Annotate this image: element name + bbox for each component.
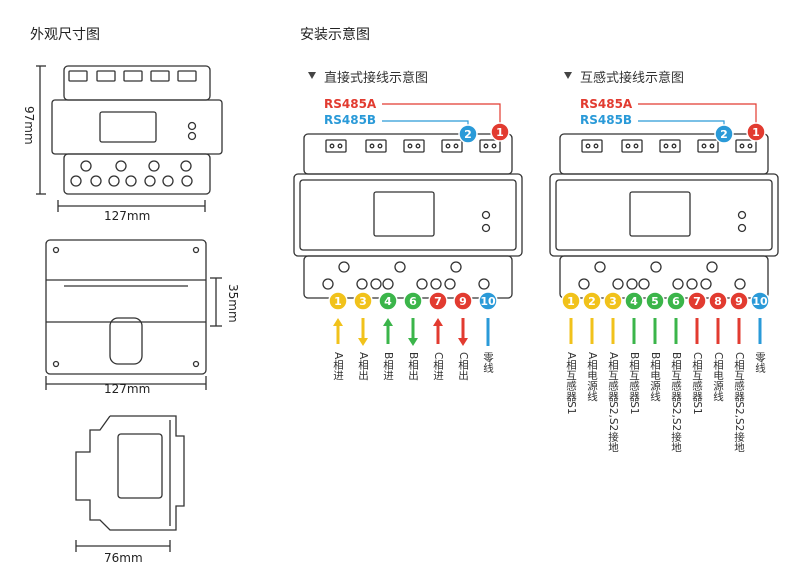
terminal-block	[325, 139, 347, 153]
meter-body	[549, 133, 779, 299]
svg-text:1: 1	[752, 126, 760, 139]
pin-badge: 3	[353, 291, 373, 311]
rs485a-label-ct: RS485A	[580, 97, 633, 111]
pin-badge: 6	[403, 291, 423, 311]
appearance-title: 外观尺寸图	[30, 27, 100, 43]
install-title: 安装示意图	[300, 27, 370, 43]
svg-text:1: 1	[496, 126, 504, 139]
terminal-block	[403, 139, 425, 153]
ct-terminal-label: A相互感器S2,S2接地	[607, 352, 619, 453]
ct-terminal-label: C相互感器S1	[691, 352, 703, 415]
triangle-down-icon	[308, 72, 316, 79]
svg-text:3: 3	[359, 295, 367, 308]
direct-terminal-label: C相出	[457, 352, 469, 381]
direct-wiring-title: 直接式接线示意图	[324, 71, 429, 86]
ct-terminal-label: B相互感器S1	[628, 352, 640, 415]
svg-text:6: 6	[672, 295, 680, 308]
pin-badge: 9	[453, 291, 473, 311]
ct-terminal-label: B相电源线	[649, 352, 661, 402]
pin-badge: 8	[708, 291, 728, 311]
dimension-width-side-label: 76mm	[104, 551, 143, 565]
terminal-block	[697, 139, 719, 153]
front-bottom-screws	[70, 160, 193, 187]
svg-text:1: 1	[334, 295, 342, 308]
svg-text:7: 7	[434, 295, 442, 308]
rs485b-label-direct: RS485B	[324, 113, 377, 127]
ct-wiring-title: 互感式接线示意图	[580, 71, 685, 86]
svg-text:5: 5	[651, 295, 659, 308]
svg-text:4: 4	[384, 295, 392, 308]
pin-badge: 1	[746, 122, 766, 142]
rs485b-label-ct: RS485B	[580, 113, 633, 127]
pin-badge: 6	[666, 291, 686, 311]
pin-badge: 2	[714, 124, 734, 144]
pin-badge: 2	[582, 291, 602, 311]
rs485a-label-direct: RS485A	[324, 97, 377, 111]
dimension-width-top-label: 127mm	[104, 382, 151, 396]
dimension-drawings	[36, 65, 223, 552]
svg-text:9: 9	[735, 295, 743, 308]
terminal-block	[441, 139, 463, 153]
pin-badge: 1	[490, 122, 510, 142]
top-view	[45, 239, 207, 375]
terminal-block	[479, 139, 501, 153]
direct-terminal-label: C相进	[432, 352, 444, 381]
svg-text:7: 7	[693, 295, 701, 308]
svg-text:9: 9	[459, 295, 467, 308]
meter-body	[293, 133, 523, 299]
direct-terminal-label: B相出	[407, 352, 419, 381]
front-top-terminals	[68, 70, 197, 82]
pin-badge: 10	[478, 291, 498, 311]
svg-text:2: 2	[720, 128, 728, 141]
terminal-block	[365, 139, 387, 153]
front-view	[51, 65, 223, 195]
direct-terminal-label: A相进	[332, 352, 344, 381]
svg-text:3: 3	[609, 295, 617, 308]
ct-terminal-label: 零线	[754, 352, 766, 373]
side-view	[75, 415, 185, 531]
ct-terminal-label: A相电源线	[586, 352, 598, 402]
svg-text:10: 10	[752, 295, 768, 308]
ct-terminal-label: A相互感器S1	[565, 352, 577, 415]
terminal-block	[735, 139, 757, 153]
pin-badge: 4	[378, 291, 398, 311]
pin-badge: 5	[645, 291, 665, 311]
pin-badge: 1	[561, 291, 581, 311]
terminal-block	[621, 139, 643, 153]
pin-badge: 1	[328, 291, 348, 311]
pin-badge: 7	[428, 291, 448, 311]
ct-terminal-label: C相电源线	[712, 352, 724, 402]
svg-text:2: 2	[588, 295, 596, 308]
svg-text:10: 10	[480, 295, 496, 308]
terminal-block	[659, 139, 681, 153]
ct-terminal-label: B相互感器S2,S2接地	[670, 352, 682, 453]
direct-terminal-label: B相进	[382, 352, 394, 381]
pin-badge: 7	[687, 291, 707, 311]
direct-terminal-label: A相出	[357, 352, 369, 381]
terminal-block	[581, 139, 603, 153]
pin-badge: 4	[624, 291, 644, 311]
svg-text:6: 6	[409, 295, 417, 308]
ct-terminal-label: C相互感器S2,S2接地	[733, 352, 745, 453]
svg-text:8: 8	[714, 295, 722, 308]
svg-text:4: 4	[630, 295, 638, 308]
svg-text:1: 1	[567, 295, 575, 308]
pin-badge: 9	[729, 291, 749, 311]
pin-badge: 2	[458, 124, 478, 144]
direct-terminal-label: 零线	[482, 352, 494, 373]
pin-badge: 3	[603, 291, 623, 311]
svg-text:2: 2	[464, 128, 472, 141]
triangle-down-icon	[564, 72, 572, 79]
dimension-width-label: 127mm	[104, 209, 151, 223]
pin-badge: 10	[750, 291, 770, 311]
